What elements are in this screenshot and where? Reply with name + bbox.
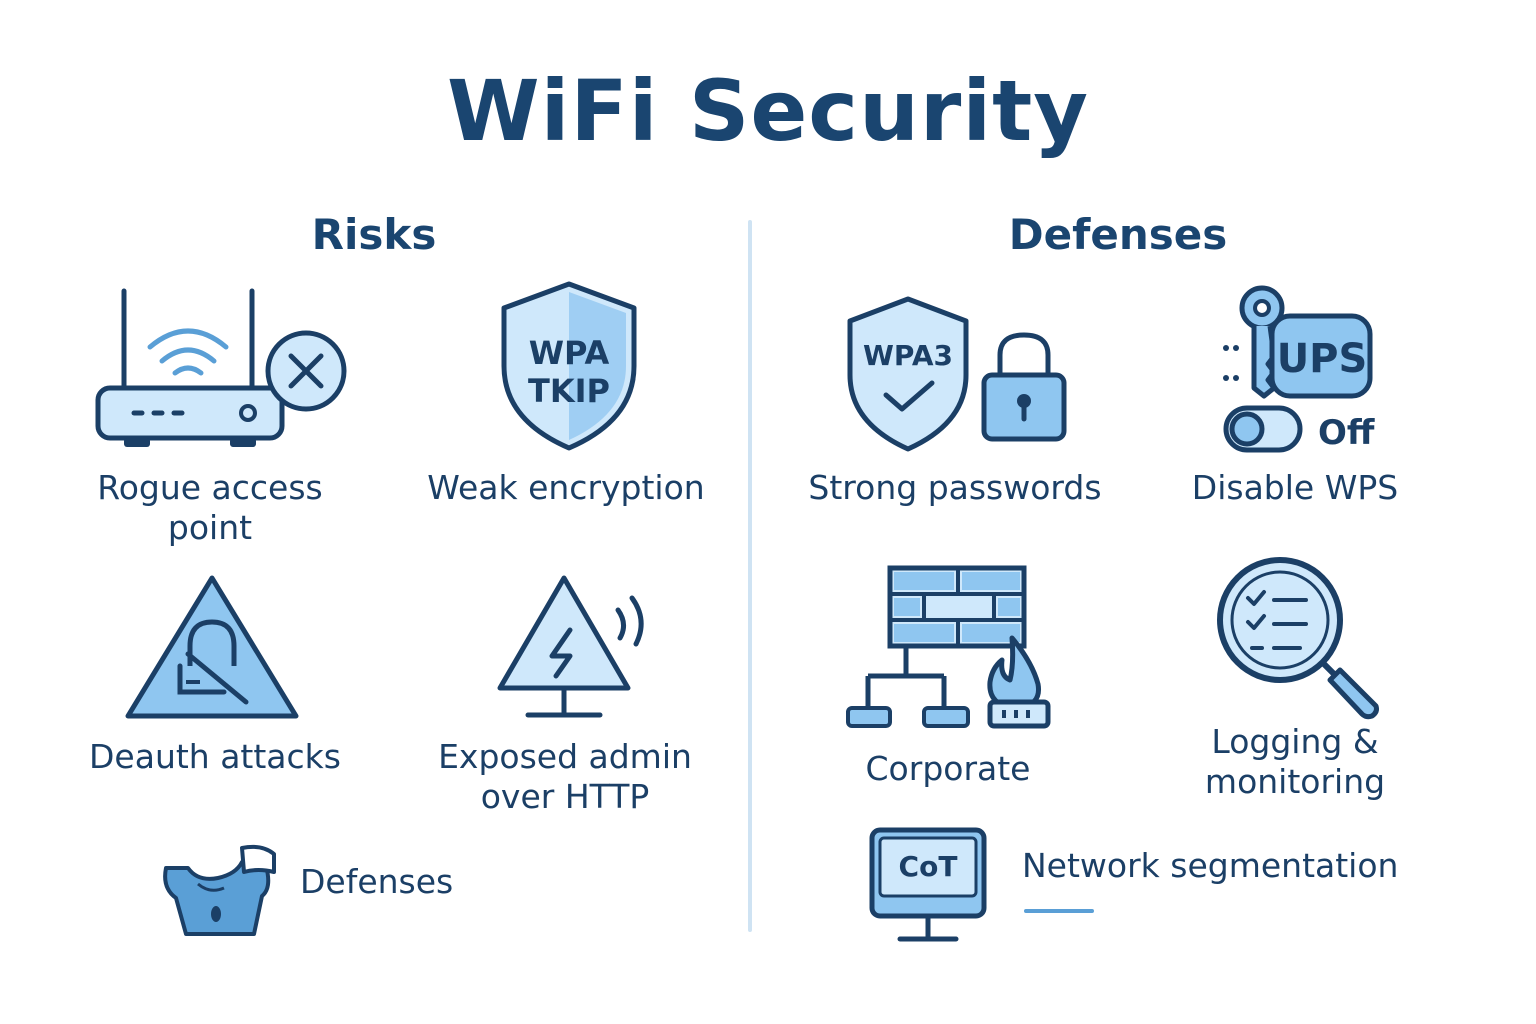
monitor-text: CoT: [899, 850, 958, 883]
toggle-off-text: Off: [1318, 413, 1375, 453]
weak-encryption-label: Weak encryption: [427, 468, 705, 507]
deauth-attacks-label: Deauth attacks: [89, 737, 341, 776]
logging-monitoring-label: Logging & monitoring: [1204, 722, 1386, 801]
network-segmentation-label: Network segmentation: [1022, 846, 1399, 885]
warning-sign-lightning-icon: [496, 572, 656, 722]
corporate-label: Corporate: [865, 749, 1031, 788]
rogue-access-point-label: Rogue access point: [97, 468, 323, 547]
shield-text-wpa3: WPA3: [863, 339, 953, 372]
risks-heading: Risks: [311, 210, 437, 259]
key-toggle-icon: UPS Off: [1223, 284, 1375, 453]
defenses-heading: Defenses: [1008, 210, 1228, 259]
monitor-icon: CoT: [866, 826, 990, 944]
column-divider: [748, 220, 752, 932]
segmentation-underline: [1024, 909, 1094, 913]
page-title: WiFi Security: [446, 62, 1090, 160]
shield-text-tkip: TKIP: [528, 372, 610, 410]
mascot-icon: [158, 838, 280, 942]
shield-icon: WPA TKIP: [498, 280, 640, 455]
mascot-defenses-label: Defenses: [300, 862, 454, 901]
wps-box-text: UPS: [1277, 336, 1368, 382]
firewall-icon: [842, 564, 1057, 734]
exposed-admin-label: Exposed admin over HTTP: [438, 737, 692, 816]
warning-triangle-icon: [122, 572, 302, 724]
shield-text-wpa: WPA: [529, 334, 610, 372]
disable-wps-label: Disable WPS: [1191, 468, 1399, 507]
router-with-x-icon: [90, 285, 350, 447]
shield-lock-icon: WPA3: [846, 295, 1071, 455]
strong-passwords-label: Strong passwords: [808, 468, 1102, 507]
magnifier-checklist-icon: [1214, 554, 1384, 722]
